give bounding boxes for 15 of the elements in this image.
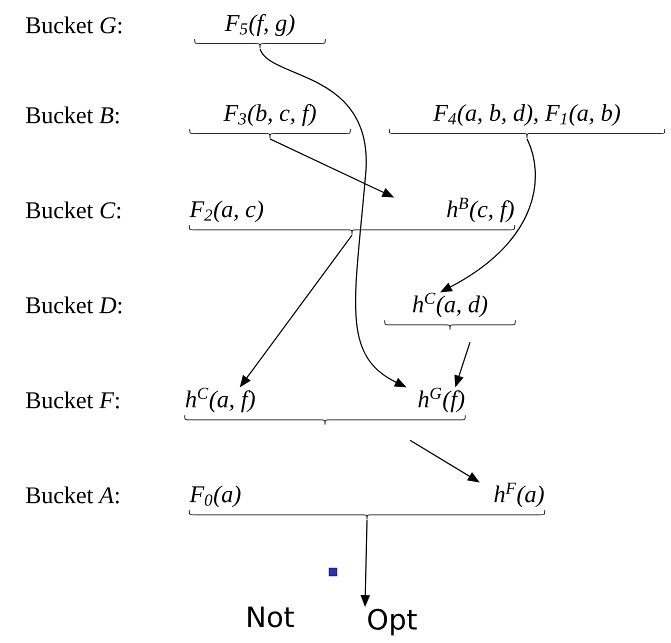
brace-group: h$^{C}$(a, d)	[412, 292, 488, 318]
brace-group: F$_{0}$(a) h$^{F}$(a)	[189, 482, 544, 508]
brace-group: F$_{4}$(a, b, d), F$_{1}$(a, b)	[433, 104, 620, 126]
bucket-label: Bucket B:	[26, 106, 119, 124]
bucket-label: Bucket F:	[26, 392, 119, 408]
bucket-label: Bucket G:	[26, 16, 122, 34]
bucket-label: Bucket C:	[26, 202, 120, 218]
result-text: Opt	[368, 608, 417, 636]
bucket-label: Bucket D:	[26, 296, 122, 314]
brace-group: F$_{3}$(b, c, f)	[223, 104, 316, 126]
bucket-label: Bucket A:	[26, 486, 119, 504]
brace-group: F$_{2}$(a, c) h$^{B}$(c, f)	[189, 198, 514, 222]
brace-group: h$^{C}$(a, f) h$^{G}$(f)	[186, 388, 464, 412]
brace-group: F$_{5}$(f, g)	[224, 14, 294, 36]
result-text: Not	[248, 606, 294, 628]
